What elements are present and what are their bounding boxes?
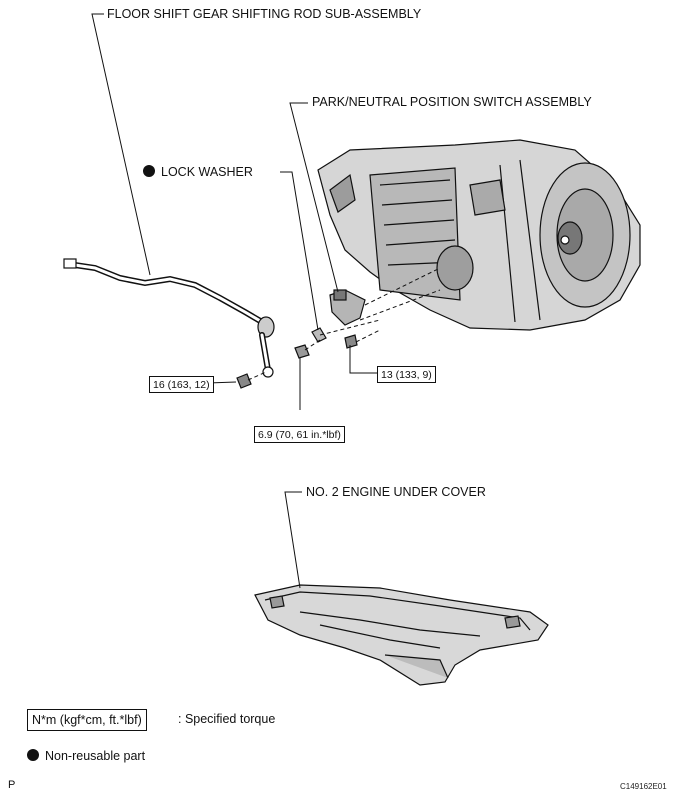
leader-lines <box>91 13 377 589</box>
label-lock-washer: LOCK WASHER <box>143 165 253 179</box>
footer-left-mark: P <box>8 779 16 791</box>
assembly-dashed-lines <box>247 267 441 381</box>
nonreusable-dot-icon <box>143 165 155 177</box>
under-cover-illustration <box>254 584 549 686</box>
label-under-cover: NO. 2 ENGINE UNDER COVER <box>306 485 486 499</box>
legend-torque-box: N*m (kgf*cm, ft.*lbf) <box>27 709 147 731</box>
label-floor-shift-rod: FLOOR SHIFT GEAR SHIFTING ROD SUB-ASSEMB… <box>107 7 422 21</box>
torque-box-switch-bolt: 13 (133, 9) <box>377 366 436 383</box>
legend-torque-desc: : Specified torque <box>178 712 276 726</box>
legend-nonreusable: Non-reusable part <box>27 749 145 763</box>
shifting-rod <box>63 258 275 378</box>
label-lock-washer-text: LOCK WASHER <box>161 165 253 179</box>
filled-circle-icon <box>27 749 39 761</box>
torque-box-rod-nut: 16 (163, 12) <box>149 376 214 393</box>
figure-id: C149162E01 <box>620 782 667 791</box>
legend-nonreusable-text: Non-reusable part <box>45 749 146 763</box>
torque-box-washer-nut: 6.9 (70, 61 in.*lbf) <box>254 426 345 443</box>
transmission-illustration <box>317 139 641 331</box>
label-pn-switch: PARK/NEUTRAL POSITION SWITCH ASSEMBLY <box>312 95 592 109</box>
small-parts <box>236 289 366 389</box>
